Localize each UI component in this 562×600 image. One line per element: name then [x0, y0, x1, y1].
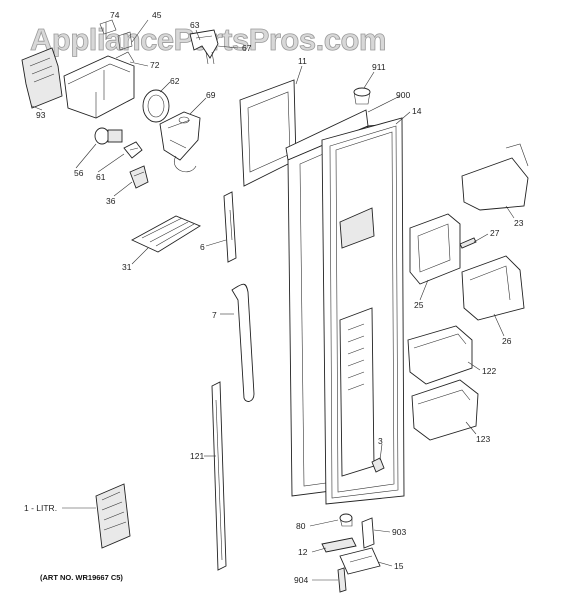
part-36-switch: [129, 165, 149, 189]
part-123-bin: [411, 379, 479, 441]
leader-lines: [31, 19, 515, 581]
part-7-handle: [231, 283, 255, 402]
callout-122: 122: [482, 366, 496, 376]
callout-31: 31: [122, 262, 132, 272]
callout-6: 6: [200, 242, 205, 252]
part-911-cap: [353, 87, 371, 105]
part-93-cover: [21, 47, 63, 109]
callout-62: 62: [170, 76, 180, 86]
part-27-screw: [459, 237, 477, 249]
part-121-strip: [211, 381, 227, 571]
callout-80: 80: [296, 521, 306, 531]
part-11-frame: [239, 79, 297, 187]
part-903-tube: [361, 517, 375, 549]
part-12-lever: [321, 537, 357, 553]
art-number: (ART NO. WR19667 C5): [40, 573, 123, 582]
callout-123: 123: [476, 434, 490, 444]
part-61-socket: [123, 141, 143, 159]
part-122-bin: [407, 325, 473, 385]
callout-93: 93: [36, 110, 46, 120]
callout-121: 121: [190, 451, 204, 461]
part-63-bracket: [189, 29, 219, 65]
part-74-housing: [63, 19, 135, 119]
callout-904: 904: [294, 575, 308, 585]
part-1-literature: [95, 483, 131, 549]
callout-26: 26: [502, 336, 512, 346]
callout-911: 911: [372, 62, 386, 72]
callout-3: 3: [378, 436, 383, 446]
part-69-motor: [159, 111, 201, 173]
callout-25: 25: [414, 300, 424, 310]
callout-72: 72: [150, 60, 160, 70]
callout-23: 23: [514, 218, 524, 228]
callout-1-litr: 1 - LITR.: [24, 503, 57, 513]
callout-74: 74: [110, 10, 120, 20]
callout-900: 900: [396, 90, 410, 100]
part-62-ring: [142, 89, 170, 123]
part-31-grill: [130, 215, 201, 253]
part-26-bin: [461, 255, 525, 321]
part-15-bracket: [339, 547, 381, 575]
callout-63: 63: [190, 20, 200, 30]
callout-69: 69: [206, 90, 216, 100]
part-904-pin: [337, 567, 347, 593]
callout-labels: 74 45 63 67 72 62 69 93 56 61 36 11 911 …: [24, 10, 524, 585]
callout-14: 14: [412, 106, 422, 116]
callout-15: 15: [394, 561, 404, 571]
callout-12: 12: [298, 547, 308, 557]
part-25-bin: [409, 213, 461, 285]
callout-36: 36: [106, 196, 116, 206]
callout-61: 61: [96, 172, 106, 182]
callout-27: 27: [490, 228, 500, 238]
part-23-cover: [461, 143, 529, 211]
part-6-trim: [223, 191, 237, 263]
callout-7: 7: [212, 310, 217, 320]
callout-67: 67: [242, 43, 252, 53]
callout-45: 45: [152, 10, 162, 20]
callout-11: 11: [298, 56, 307, 66]
callout-56: 56: [74, 168, 84, 178]
part-3-clip: [371, 457, 385, 473]
part-56-bulb: [94, 127, 123, 145]
part-80-bushing: [339, 513, 353, 527]
callout-903: 903: [392, 527, 406, 537]
